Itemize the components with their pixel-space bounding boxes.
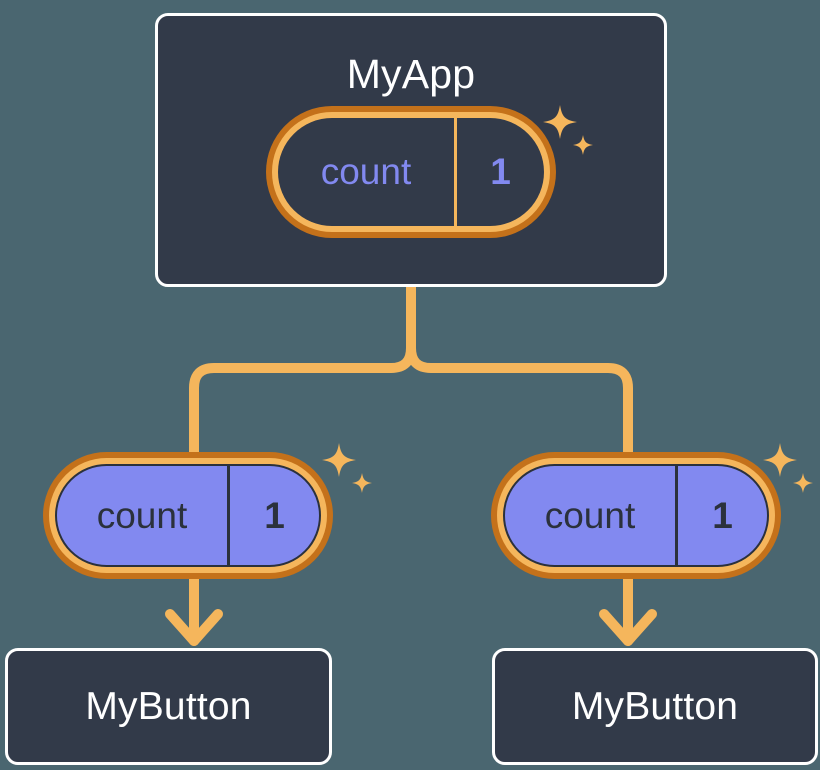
node-mybutton-right-card[interactable]: MyButton — [492, 648, 818, 765]
state-pill-right[interactable]: count 1 — [491, 452, 781, 579]
node-mybutton-title: MyButton — [571, 685, 739, 728]
connector-branch-right — [406, 343, 633, 457]
state-key: count — [544, 494, 636, 536]
state-pill-ring: count 1 — [272, 112, 550, 232]
arrow-down-icon-right — [599, 609, 657, 646]
node-mybutton-title: MyButton — [85, 685, 252, 728]
state-pill-left[interactable]: count 1 — [43, 452, 333, 579]
state-pill-body: count 1 — [503, 464, 769, 567]
state-key: count — [96, 494, 188, 536]
state-value: 1 — [675, 466, 767, 565]
connector-branch-left — [189, 343, 416, 457]
state-value: 1 — [227, 466, 319, 565]
state-value: 1 — [454, 118, 544, 226]
state-key: count — [320, 151, 412, 192]
arrow-down-icon-left — [165, 609, 223, 646]
node-mybutton-left-card[interactable]: MyButton — [5, 648, 332, 765]
state-pill-ring: count 1 — [497, 458, 775, 573]
state-pill-ring: count 1 — [49, 458, 327, 573]
node-myapp-title: MyApp — [346, 51, 476, 97]
state-pill-body: count 1 — [55, 464, 321, 567]
state-pill-myapp[interactable]: count 1 — [266, 106, 556, 238]
state-pill-body: count 1 — [278, 118, 544, 226]
